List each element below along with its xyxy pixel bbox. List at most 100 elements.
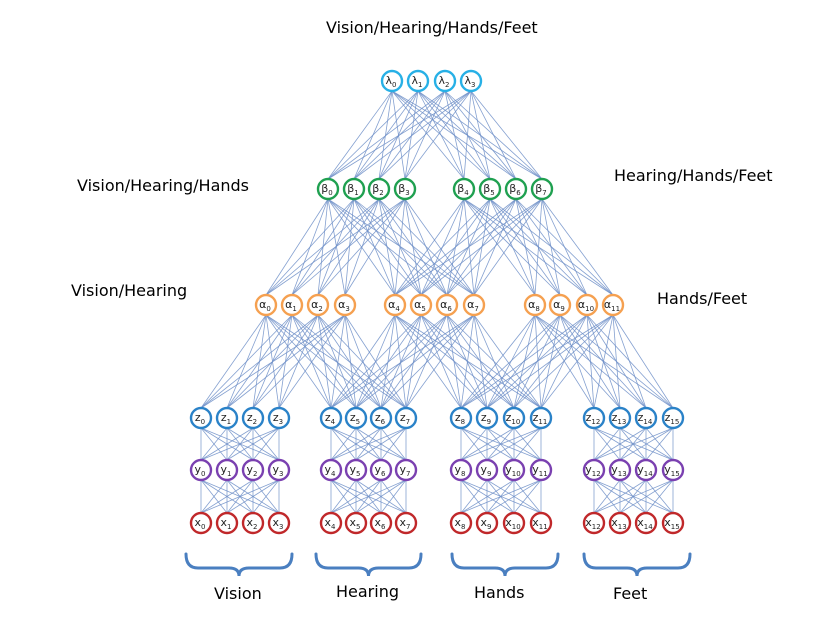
node-circle [306, 293, 330, 317]
node-circle [215, 458, 239, 482]
node-circle [215, 511, 239, 535]
node-label: β7 [535, 182, 547, 197]
node-circle [575, 293, 599, 317]
edge [559, 314, 647, 409]
edge [446, 198, 517, 296]
edge [404, 90, 472, 180]
edge [405, 314, 422, 409]
edge [378, 198, 448, 296]
node-circle [344, 511, 368, 535]
node-label: y6 [375, 463, 387, 478]
edge [405, 314, 448, 409]
edge [380, 479, 407, 514]
node-label: z14 [638, 411, 653, 426]
edge [486, 314, 536, 409]
node-alpha-8: α8 [523, 293, 547, 317]
edge [446, 198, 465, 296]
node-circle [449, 458, 473, 482]
node-label: x10 [505, 516, 520, 531]
edge [593, 479, 621, 514]
node-lambda-2: λ2 [433, 69, 457, 93]
label-hands: Hands [474, 583, 525, 602]
edge [278, 314, 346, 409]
node-z-9: z9 [475, 406, 499, 430]
edge [252, 479, 280, 514]
node-alpha-5: α5 [409, 293, 433, 317]
node-z-6: z6 [369, 406, 393, 430]
node-label: z13 [612, 411, 627, 426]
edge [327, 90, 393, 180]
node-y-15: y15 [661, 458, 685, 482]
node-label: y12 [585, 463, 600, 478]
edge [446, 198, 543, 296]
node-circle [452, 177, 476, 201]
edge [473, 198, 517, 296]
brace-hands [450, 552, 560, 577]
node-label: z9 [481, 411, 491, 426]
node-label: α6 [440, 298, 452, 313]
node-label: x15 [664, 516, 679, 531]
node-z-15: z15 [661, 406, 685, 430]
node-label: α2 [311, 298, 323, 313]
node-label: y3 [273, 463, 284, 478]
edge [463, 198, 561, 296]
node-label: y11 [532, 463, 547, 478]
edge [534, 314, 674, 409]
edge [460, 427, 542, 461]
edge [460, 314, 561, 409]
node-circle [254, 293, 278, 317]
node-x-1: x1 [215, 511, 239, 535]
node-x-4: x4 [319, 511, 343, 535]
brace-vision [184, 552, 294, 577]
node-circle [529, 458, 553, 482]
edge [645, 427, 674, 461]
edge [265, 314, 357, 409]
edge [486, 479, 542, 514]
brace-feet [582, 552, 692, 577]
node-circle [529, 406, 553, 430]
node-circle [393, 177, 417, 201]
node-circle [449, 511, 473, 535]
node-beta-5: β5 [478, 177, 502, 201]
node-label: α3 [338, 298, 350, 313]
edge [378, 90, 393, 180]
node-label: x1 [221, 516, 232, 531]
node-label: y7 [400, 463, 411, 478]
node-circle [435, 293, 459, 317]
edge [460, 479, 515, 514]
edge [355, 314, 448, 409]
node-label: λ0 [386, 74, 397, 89]
node-circle [475, 511, 499, 535]
node-circle [661, 458, 685, 482]
edge [559, 314, 674, 409]
node-z-8: z8 [449, 406, 473, 430]
edge [330, 427, 382, 461]
node-y-8: y8 [449, 458, 473, 482]
edge [619, 479, 674, 514]
edge [420, 314, 542, 409]
node-beta-3: β3 [393, 177, 417, 201]
edge [420, 198, 465, 296]
node-circle [433, 69, 457, 93]
node-x-10: x10 [502, 511, 526, 535]
node-label: x5 [350, 516, 361, 531]
node-alpha-4: α4 [383, 293, 407, 317]
node-z-5: z5 [344, 406, 368, 430]
node-label: α1 [285, 298, 297, 313]
node-label: β4 [457, 182, 469, 197]
node-alpha-1: α1 [280, 293, 304, 317]
edge [391, 90, 543, 180]
edge [330, 479, 407, 514]
node-label: x12 [585, 516, 600, 531]
node-y-12: y12 [582, 458, 606, 482]
label-vision-hearing: Vision/Hearing [71, 281, 188, 300]
edge [446, 314, 542, 409]
node-label: y0 [195, 463, 206, 478]
edge [513, 314, 614, 409]
node-circle [380, 69, 404, 93]
brace-hearing [314, 552, 423, 577]
node-label: y5 [350, 463, 361, 478]
edge [394, 314, 488, 409]
node-circle [383, 293, 407, 317]
